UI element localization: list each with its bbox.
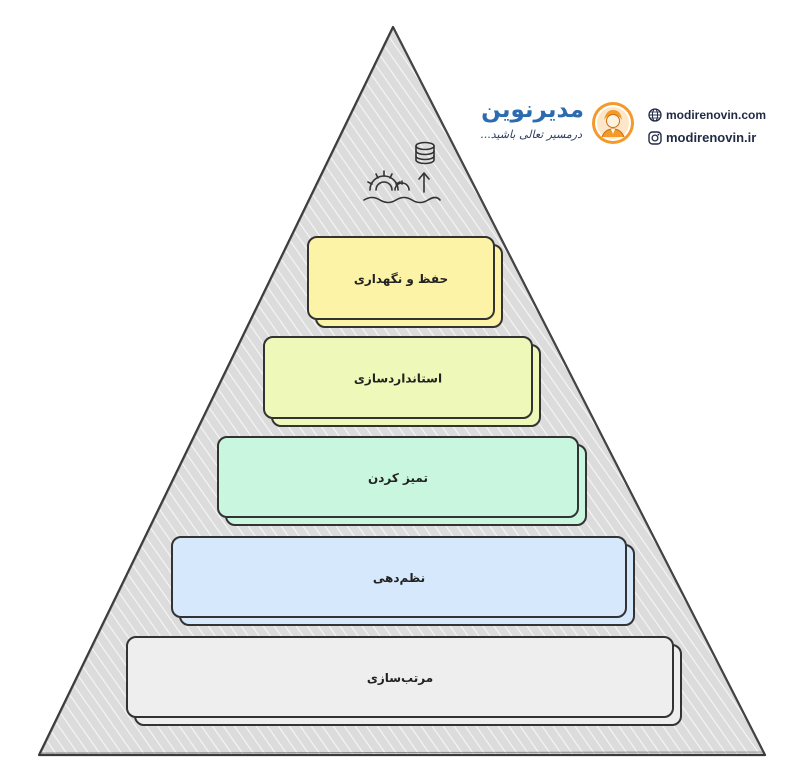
tier-label-standardize: استانداردسازی [354, 372, 442, 386]
pyramid-tier-maintain: حفظ و نگهداری [307, 236, 503, 328]
brand-slogan: درمسیر تعالی باشید... [480, 128, 582, 141]
website-link[interactable]: modirenovin.com [648, 106, 766, 124]
tier-box-maintain [307, 236, 495, 320]
tier-label-organize: نظم‌دهی [373, 571, 425, 585]
tier-label-sort: مرتب‌سازی [367, 671, 433, 685]
tier-box-clean [217, 436, 579, 518]
pyramid-tier-clean: تمیز کردن [217, 436, 587, 526]
instagram-text: modirenovin.ir [666, 130, 757, 145]
gears-database-upload-icon [363, 141, 441, 204]
instagram-icon [648, 131, 662, 145]
tier-box-organize [171, 536, 627, 618]
tier-label-maintain: حفظ و نگهداری [354, 272, 448, 287]
pyramid-tier-organize: نظم‌دهی [171, 536, 635, 626]
brand-name: مدیرنوین [481, 97, 584, 123]
avatar-icon [592, 102, 634, 144]
pyramid-tier-sort: مرتب‌سازی [126, 636, 682, 726]
tier-box-standardize [263, 336, 533, 419]
pyramid-tier-standardize: استانداردسازی [263, 336, 541, 427]
instagram-link[interactable]: modirenovin.ir [648, 129, 756, 147]
tier-box-sort [126, 636, 674, 718]
tier-label-clean: تمیز کردن [368, 471, 428, 485]
globe-icon [648, 108, 662, 122]
website-text: modirenovin.com [666, 108, 767, 122]
